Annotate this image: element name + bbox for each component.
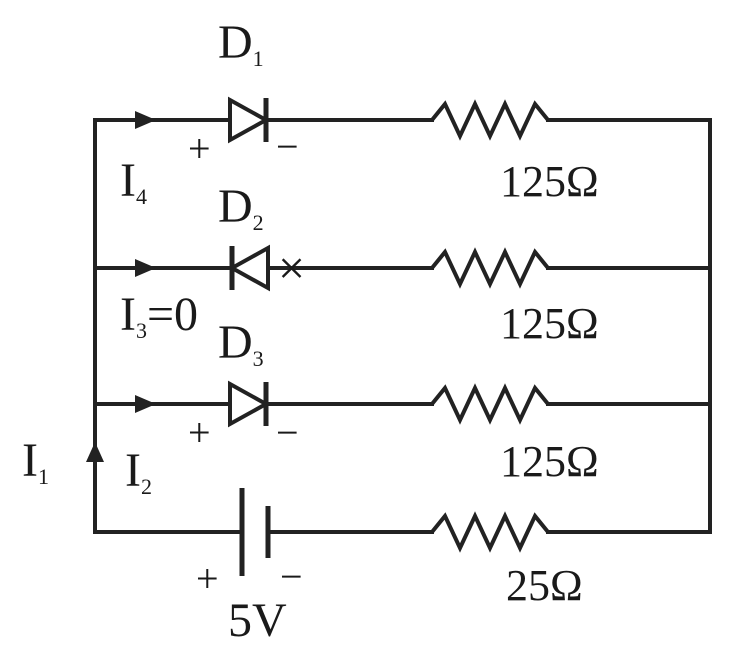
battery-plus: +	[196, 556, 219, 601]
diode-d2-cross: ×	[278, 242, 305, 295]
battery-voltage-label: 5V	[228, 594, 287, 647]
resistor-2-label: 125Ω	[500, 299, 599, 348]
resistor-1-label: 125Ω	[500, 157, 599, 206]
resistor-3-label: 125Ω	[500, 437, 599, 486]
resistor-source-label: 25Ω	[506, 561, 583, 610]
arrow-right-icon	[135, 259, 156, 277]
diode-d1	[228, 96, 271, 144]
resistor-source-icon	[430, 511, 550, 553]
resistor-3-icon	[430, 383, 550, 425]
diode-forward-icon	[228, 96, 271, 144]
diode-reverse-icon	[227, 244, 270, 292]
diode-d3-plus: +	[188, 410, 211, 455]
current-i4-label: I4	[120, 154, 147, 209]
resistor-1-icon	[430, 99, 550, 141]
arrow-right-icon	[135, 111, 156, 129]
current-i2-label: I2	[125, 444, 152, 499]
diode-d2-label: D2	[218, 180, 264, 235]
wires	[93, 118, 712, 534]
diode-d3-minus: −	[276, 410, 299, 455]
diode-d3-label: D3	[218, 316, 264, 371]
diode-d2	[227, 244, 270, 292]
arrow-up-icon	[86, 442, 104, 462]
diode-d1-plus: +	[188, 126, 211, 171]
arrow-right-icon	[135, 395, 156, 413]
diode-forward-icon	[228, 380, 271, 428]
current-i3-label: I3=0	[120, 288, 198, 343]
battery	[239, 488, 271, 576]
resistor-2-icon	[430, 247, 550, 289]
diode-d3	[228, 380, 271, 428]
current-i1-label: I1	[22, 434, 49, 489]
diode-d1-label: D1	[218, 16, 264, 71]
current-arrows	[86, 111, 156, 462]
diode-d1-minus: −	[276, 124, 299, 169]
battery-minus: −	[280, 554, 303, 599]
resistors	[430, 99, 550, 553]
